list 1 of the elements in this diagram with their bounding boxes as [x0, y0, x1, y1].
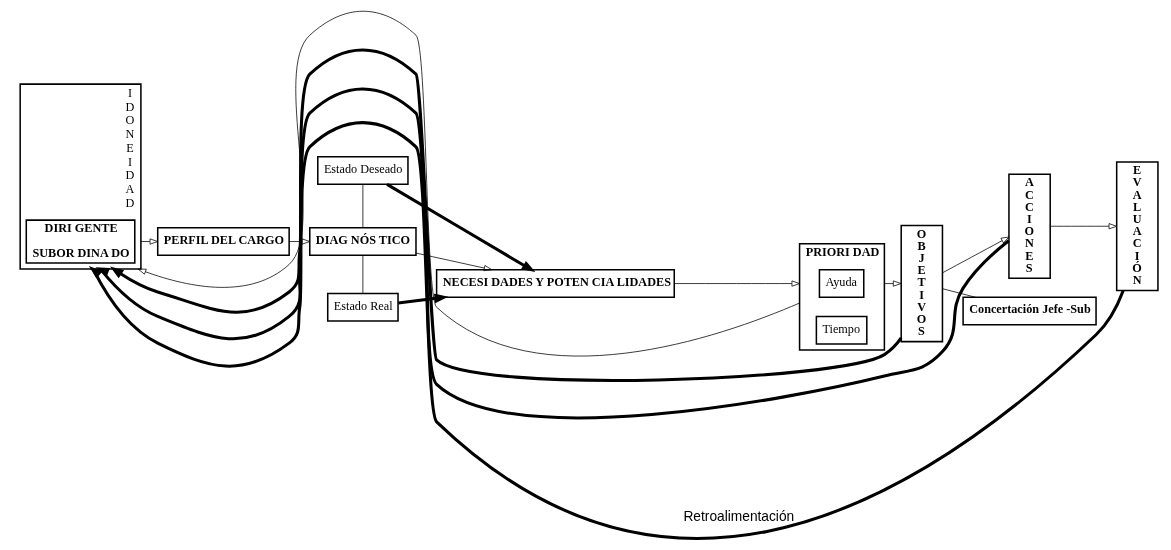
edge-label: Retroalimentación	[682, 508, 794, 524]
